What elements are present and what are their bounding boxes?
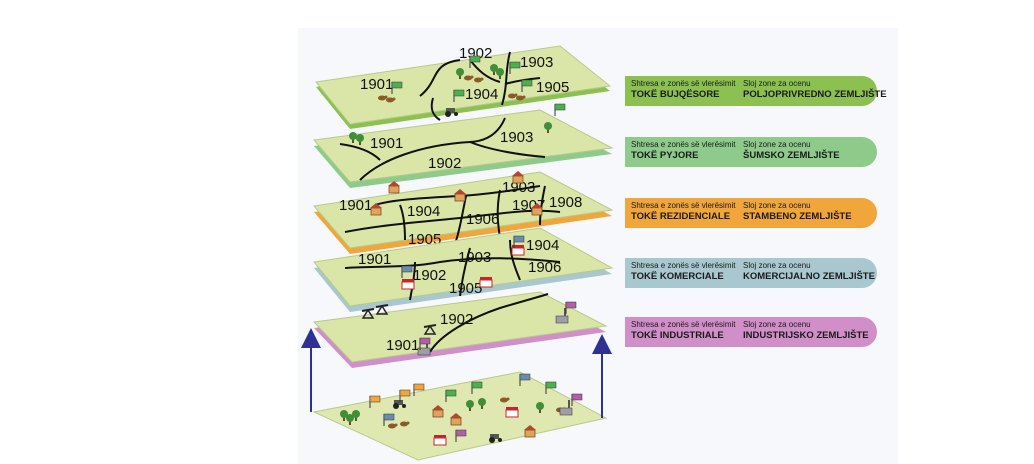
zone-label: 1902 <box>428 155 461 172</box>
zone-label: 1901 <box>358 251 391 268</box>
legend-caption-sq: Shtresa e zonës së vlerësimit <box>631 79 736 88</box>
zone-label: 1902 <box>459 45 492 62</box>
zone-boundaries <box>419 51 541 121</box>
legend-title-sq: TOKË PYJORE <box>631 150 699 161</box>
zone-label: 1904 <box>526 237 559 254</box>
layer-forest: 1901 1902 1903 <box>313 109 614 188</box>
zone-label: 1905 <box>536 79 569 96</box>
legend-caption-sr: Sloj zone za ocenu <box>743 320 811 329</box>
zone-boundaries <box>429 293 549 353</box>
legend-forest: Shtresa e zonës së vlerësimit TOKË PYJOR… <box>625 137 877 167</box>
legend-caption-sr: Sloj zone za ocenu <box>743 201 811 210</box>
zone-label: 1903 <box>458 249 491 266</box>
zone-label: 1903 <box>500 129 533 146</box>
legend-title-sq: TOKË REZIDENCIALE <box>631 211 731 222</box>
legend-title-sq: TOKË BUJQËSORE <box>631 89 720 100</box>
legend-title-sr: STAMBENO ZEMLJIŠTE <box>743 211 852 222</box>
legend-caption-sr: Sloj zone za ocenu <box>743 140 811 149</box>
legend-title-sq: TOKË INDUSTRIALE <box>631 330 724 341</box>
legend-residential: Shtresa e zonës së vlerësimit TOKË REZID… <box>625 198 877 228</box>
layer-industrial: 1902 1901 <box>312 291 608 368</box>
legend-caption-sr: Sloj zone za ocenu <box>743 79 811 88</box>
legend-agricultural: Shtresa e zonës së vlerësimit TOKË BUJQË… <box>625 76 887 106</box>
zone-label: 1901 <box>339 197 372 214</box>
legend-commercial: Shtresa e zonës së vlerësimit TOKË KOMER… <box>625 258 877 288</box>
layer-ground-combined <box>312 371 608 461</box>
zone-label: 1902 <box>440 311 473 328</box>
legend-title-sr: ŠUMSKO ZEMLJIŠTE <box>743 150 840 161</box>
zone-label: 1903 <box>520 54 553 71</box>
legend-caption-sq: Shtresa e zonës së vlerësimit <box>631 261 736 270</box>
zone-label: 1905 <box>449 280 482 297</box>
zone-label: 1906 <box>528 259 561 276</box>
legend-industrial: Shtresa e zonës së vlerësimit TOKË INDUS… <box>625 317 877 347</box>
zone-label: 1902 <box>413 267 446 284</box>
legend-caption-sq: Shtresa e zonës së vlerësimit <box>631 201 736 210</box>
zone-boundaries <box>339 117 546 181</box>
legend-title-sr: KOMERCIJALNO ZEMLJIŠTE <box>743 271 875 282</box>
zone-label: 1904 <box>407 203 440 220</box>
legend-title-sq: TOKË KOMERCIALE <box>631 271 724 282</box>
layer-commercial: 1901 1902 1903 1904 1905 1906 <box>313 227 614 312</box>
zone-label: 1901 <box>370 135 403 152</box>
legend-caption-sr: Sloj zone za ocenu <box>743 261 811 270</box>
zone-label: 1901 <box>360 76 393 93</box>
zone-label: 1903 <box>502 179 535 196</box>
legend-caption-sq: Shtresa e zonës së vlerësimit <box>631 140 736 149</box>
zone-label: 1904 <box>465 86 498 103</box>
legend-title-sr: INDUSTRIJSKO ZEMLJIŠTE <box>743 330 869 341</box>
legend-title-sr: POLJOPRIVREDNO ZEMLJIŠTE <box>743 89 887 100</box>
zone-label: 1906 <box>466 211 499 228</box>
zone-label: 1901 <box>386 337 419 354</box>
zone-label: 1908 <box>549 194 582 211</box>
legend-caption-sq: Shtresa e zonës së vlerësimit <box>631 320 736 329</box>
